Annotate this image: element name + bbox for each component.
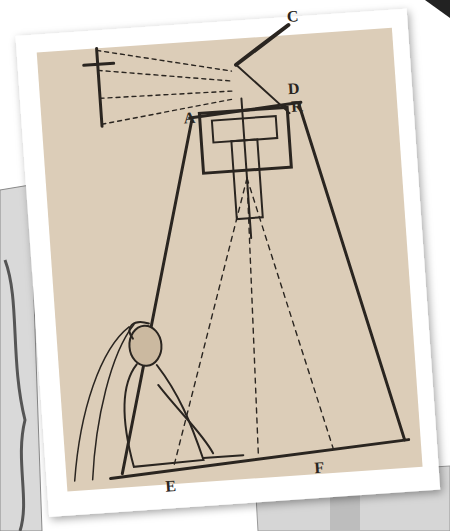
cross-object bbox=[97, 48, 102, 126]
focus-rod bbox=[241, 98, 251, 238]
corner-fragment bbox=[425, 0, 450, 18]
part-letter: D bbox=[287, 80, 300, 97]
draughtsman bbox=[64, 315, 244, 481]
part-letter: C bbox=[286, 8, 299, 25]
tent-side bbox=[98, 120, 216, 474]
cross-object bbox=[84, 63, 114, 65]
tent-side bbox=[299, 99, 405, 446]
part-letter: E bbox=[165, 478, 177, 495]
part-letter: R bbox=[291, 98, 304, 115]
card-frame bbox=[16, 9, 441, 517]
side-photo-detail bbox=[5, 260, 25, 531]
print-background bbox=[37, 28, 423, 492]
projected-rays bbox=[154, 174, 333, 466]
tent-top bbox=[189, 102, 301, 118]
mirror bbox=[234, 25, 291, 65]
part-letter: F bbox=[314, 460, 325, 477]
part-letter: A bbox=[183, 110, 196, 127]
drawing-table bbox=[109, 440, 410, 479]
